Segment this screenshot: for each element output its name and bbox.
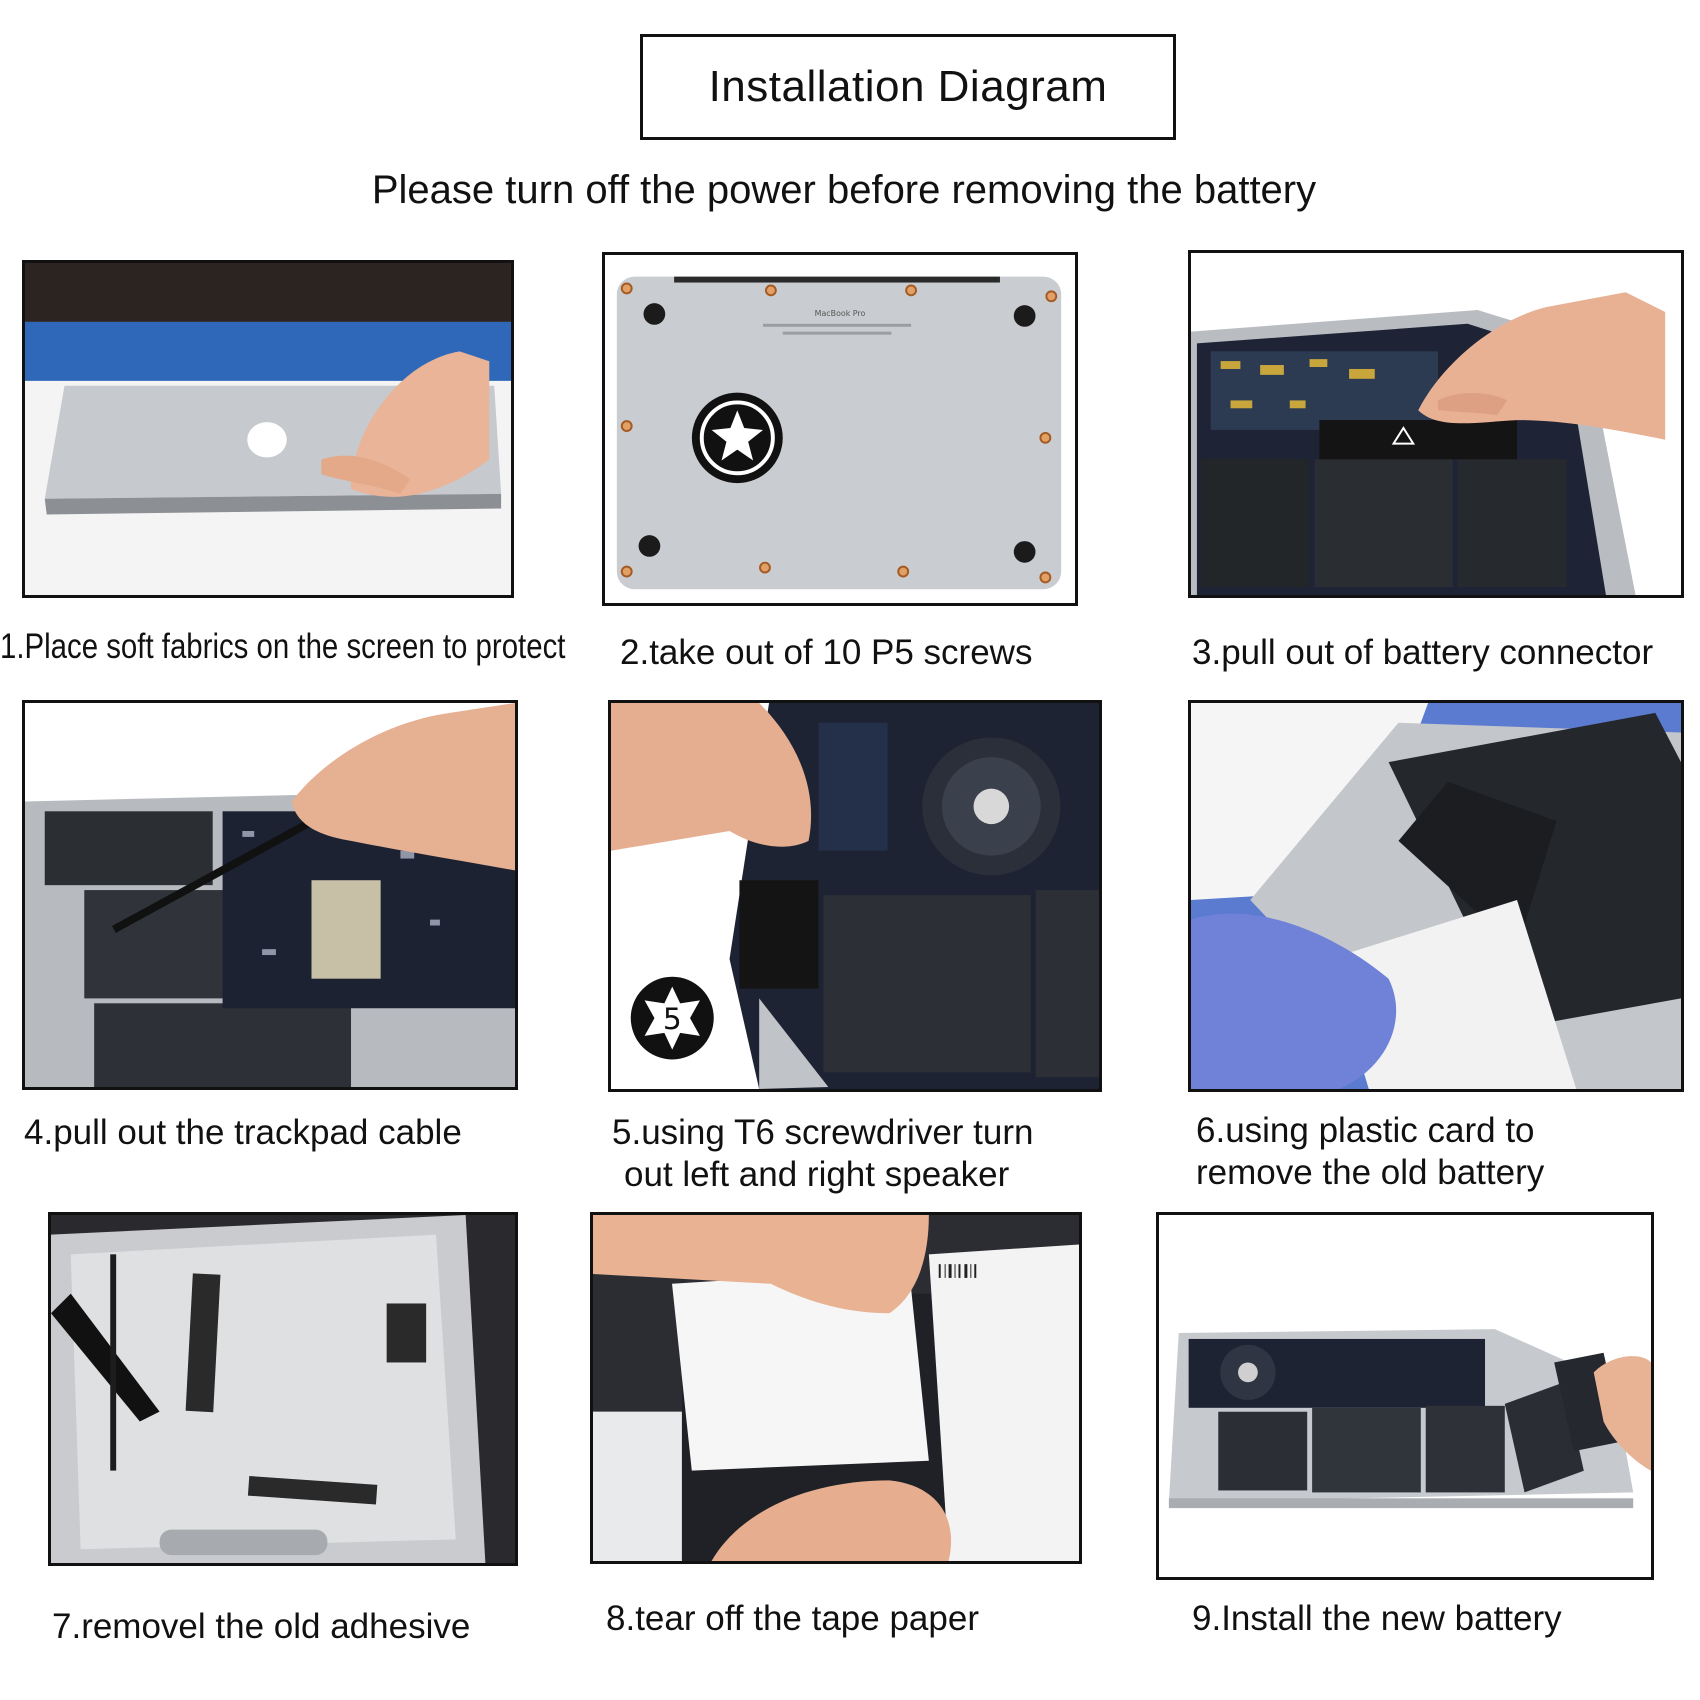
pentalobe-icon xyxy=(691,392,783,484)
svg-text:5: 5 xyxy=(663,1002,682,1036)
plastic-card xyxy=(1329,899,1577,1089)
step-4-photo xyxy=(22,700,518,1090)
step-9-caption: 9.Install the new battery xyxy=(1192,1599,1562,1638)
trackpad-cable xyxy=(112,812,324,933)
screws xyxy=(620,282,1058,584)
title-box: Installation Diagram xyxy=(640,34,1176,140)
step-6-caption: 6.using plastic card to remove the old b… xyxy=(1196,1111,1545,1192)
step-3-photo xyxy=(1188,250,1684,598)
step-5-caption: 5.using T6 screwdriver turn out left and… xyxy=(612,1113,1034,1194)
step-3-caption: 3.pull out of battery connector xyxy=(1192,633,1654,672)
step-2-photo: MacBook Pro xyxy=(602,252,1078,606)
warning-label xyxy=(1319,420,1518,460)
step-2-caption: 2.take out of 10 P5 screws xyxy=(620,633,1033,672)
page-title: Installation Diagram xyxy=(708,62,1108,111)
svg-text:MacBook Pro: MacBook Pro xyxy=(815,309,866,318)
warning-icon xyxy=(1391,426,1416,445)
subtitle-area: Please turn off the power before removin… xyxy=(0,0,1700,230)
step-6-photo xyxy=(1188,700,1684,1092)
torx-icon xyxy=(644,986,700,1050)
torx-badge: 5 xyxy=(626,972,718,1064)
step-1-photo xyxy=(22,260,514,598)
step-7-photo xyxy=(48,1212,518,1566)
step-4-caption: 4.pull out the trackpad cable xyxy=(24,1113,462,1152)
page-subtitle: Please turn off the power before removin… xyxy=(371,168,1317,212)
spudger-tool xyxy=(51,1293,160,1422)
tape-paper xyxy=(672,1269,929,1471)
step-8-caption: 8.tear off the tape paper xyxy=(606,1599,979,1638)
apple-logo-icon xyxy=(247,422,287,458)
step-7-caption: 7.removel the old adhesive xyxy=(52,1607,471,1646)
rubber-feet xyxy=(638,303,1036,563)
step-9-photo xyxy=(1156,1212,1654,1580)
step-1-caption: 1.Place soft fabrics on the screen to pr… xyxy=(0,627,566,666)
step-8-photo xyxy=(590,1212,1082,1564)
step-5-photo: 5 xyxy=(608,700,1102,1092)
